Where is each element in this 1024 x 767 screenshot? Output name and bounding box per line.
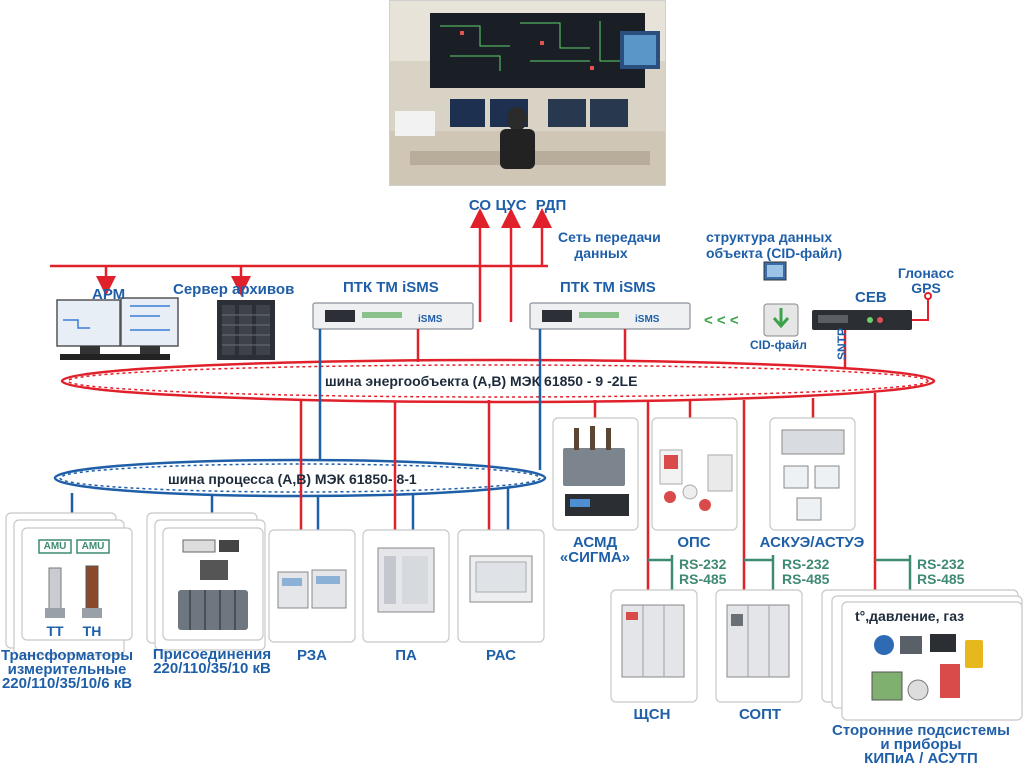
control-room-illustration bbox=[390, 1, 665, 185]
tn-label: ТН bbox=[82, 623, 102, 639]
svg-text:iSMS: iSMS bbox=[635, 314, 660, 325]
channel-tsus: ЦУС bbox=[495, 197, 527, 214]
ops-label: ОПС bbox=[677, 534, 711, 551]
process-bus-label: шина процесса (A,B) МЭК 61850- 8-1 bbox=[168, 471, 417, 487]
tt-transformer-icon bbox=[45, 567, 65, 618]
svg-text:iSMS: iSMS bbox=[418, 314, 443, 325]
tn-transformer-icon bbox=[82, 565, 102, 618]
rs485-label-1: RS-485 bbox=[679, 571, 727, 587]
rs485-label-3: RS-485 bbox=[917, 571, 965, 587]
cid-file-icon bbox=[763, 303, 799, 337]
tt-label: ТТ bbox=[46, 623, 64, 639]
cid-structure-line1: структура данных bbox=[706, 229, 833, 245]
archive-server-label: Сервер архивов bbox=[173, 281, 295, 298]
station-device-links bbox=[299, 393, 877, 590]
data-network-line bbox=[50, 208, 552, 322]
network-label-line2: данных bbox=[574, 245, 628, 261]
ptk-device-left-icon: iSMS bbox=[312, 302, 474, 330]
amu-label-1: AMU bbox=[43, 541, 67, 552]
shsn-label: ЩСН bbox=[633, 706, 671, 723]
arm-workstation-icon bbox=[56, 297, 179, 360]
archive-server-icon bbox=[217, 300, 275, 360]
third-party-line1: Сторонние подсистемы bbox=[832, 722, 1010, 739]
asmd-line1: АСМД bbox=[572, 534, 618, 551]
askue-label: АСКУЭ/АСТУЭ bbox=[759, 534, 865, 551]
channel-rdp: РДП bbox=[535, 197, 567, 214]
sopt-label: СОПТ bbox=[738, 706, 782, 723]
sev-device-icon bbox=[812, 310, 912, 330]
cid-monitor-icon bbox=[763, 261, 787, 281]
sntp-label: SNTP bbox=[835, 327, 849, 360]
process-device-links bbox=[70, 488, 510, 530]
cid-transfer-arrows: < < < bbox=[704, 312, 739, 329]
connections-line2: 220/110/35/10 кВ bbox=[153, 660, 271, 677]
sev-label: СЕВ bbox=[855, 289, 887, 306]
ops-device-icon bbox=[659, 449, 733, 511]
askue-device-icon bbox=[781, 429, 845, 521]
third-party-line3: КИПиА / АСУТП bbox=[864, 750, 978, 767]
third-party-line2: и приборы bbox=[880, 736, 962, 753]
ptk-left-label: ПТК ТМ iSMS bbox=[343, 279, 439, 296]
connections-line1: Присоединения bbox=[152, 646, 272, 663]
gps-antenna-icon bbox=[912, 292, 932, 321]
glonass-line2: GPS bbox=[911, 280, 941, 296]
channel-so: СО bbox=[468, 197, 492, 214]
station-bus-label: шина энергообъекта (A,B) МЭК 61850 - 9 -… bbox=[325, 373, 638, 389]
pa-device-icon bbox=[377, 547, 435, 613]
control-room-photo bbox=[389, 0, 666, 186]
ptk-process-links bbox=[318, 329, 542, 470]
rs232-label-3: RS-232 bbox=[917, 556, 965, 572]
transformers-line3: 220/110/35/10/6 кВ bbox=[1, 675, 133, 692]
sopt-cabinet-icon bbox=[726, 604, 790, 678]
cid-file-label: CID-файл bbox=[750, 338, 807, 352]
ptk-device-right-icon: iSMS bbox=[529, 302, 691, 330]
pa-label: ПА bbox=[395, 647, 417, 664]
instruments-icon bbox=[871, 634, 983, 701]
transformers-line2: измерительные bbox=[7, 661, 127, 678]
connections-icon bbox=[178, 539, 248, 630]
asmd-line2: «СИГМА» bbox=[559, 549, 631, 566]
rs-links bbox=[648, 555, 912, 590]
transformers-line1: Трансформаторы bbox=[0, 647, 134, 664]
rs232-label-2: RS-232 bbox=[782, 556, 830, 572]
rza-label: РЗА bbox=[296, 647, 328, 664]
rs232-label-1: RS-232 bbox=[679, 556, 727, 572]
rza-device-icon bbox=[277, 569, 347, 609]
shsn-cabinet-icon bbox=[621, 604, 685, 678]
ras-label: РАС bbox=[486, 647, 516, 664]
ras-device-icon bbox=[469, 555, 533, 603]
rs485-label-2: RS-485 bbox=[782, 571, 830, 587]
amu-boxes bbox=[38, 539, 110, 554]
network-label-line1: Сеть передачи bbox=[558, 229, 661, 245]
cid-structure-line2: объекта (CID-файл) bbox=[706, 245, 843, 261]
sensors-label: t°,давление, газ bbox=[855, 608, 965, 624]
amu-label-2: AMU bbox=[81, 541, 105, 552]
ptk-station-links bbox=[416, 329, 627, 362]
arm-label: АРМ bbox=[92, 286, 126, 303]
glonass-line1: Глонасс bbox=[897, 265, 955, 281]
ptk-right-label: ПТК ТМ iSMS bbox=[560, 279, 656, 296]
asmd-device-icon bbox=[563, 426, 629, 516]
station-bus bbox=[60, 358, 936, 404]
